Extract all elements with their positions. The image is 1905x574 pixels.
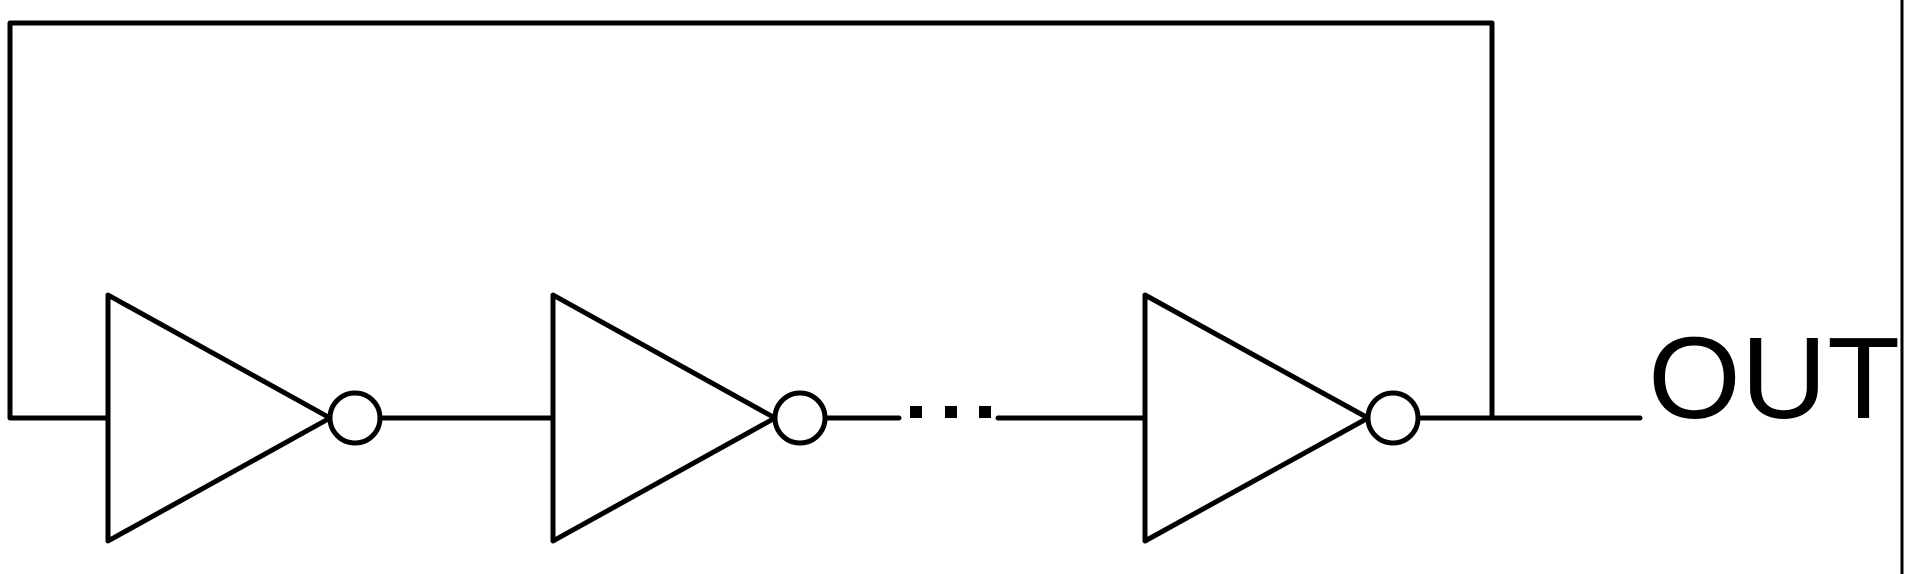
inverter-1: [105, 292, 383, 544]
ellipsis-dot-3: [979, 406, 991, 418]
inverter-1-bubble: [327, 390, 383, 446]
output-label: OUT: [1648, 313, 1900, 443]
inverter-2-triangle: [550, 292, 778, 544]
inverter-3: [1142, 292, 1421, 544]
feedback-wire: [7, 20, 1495, 421]
continuation-ellipsis: [910, 406, 991, 418]
ellipsis-dot-1: [910, 406, 922, 418]
inverter-1-triangle: [105, 292, 333, 544]
ellipsis-dot-2: [945, 406, 957, 418]
inverter-3-triangle: [1142, 292, 1371, 544]
inverter-2-bubble: [772, 390, 828, 446]
inverter-2: [550, 292, 828, 544]
inverter-3-bubble: [1365, 390, 1421, 446]
